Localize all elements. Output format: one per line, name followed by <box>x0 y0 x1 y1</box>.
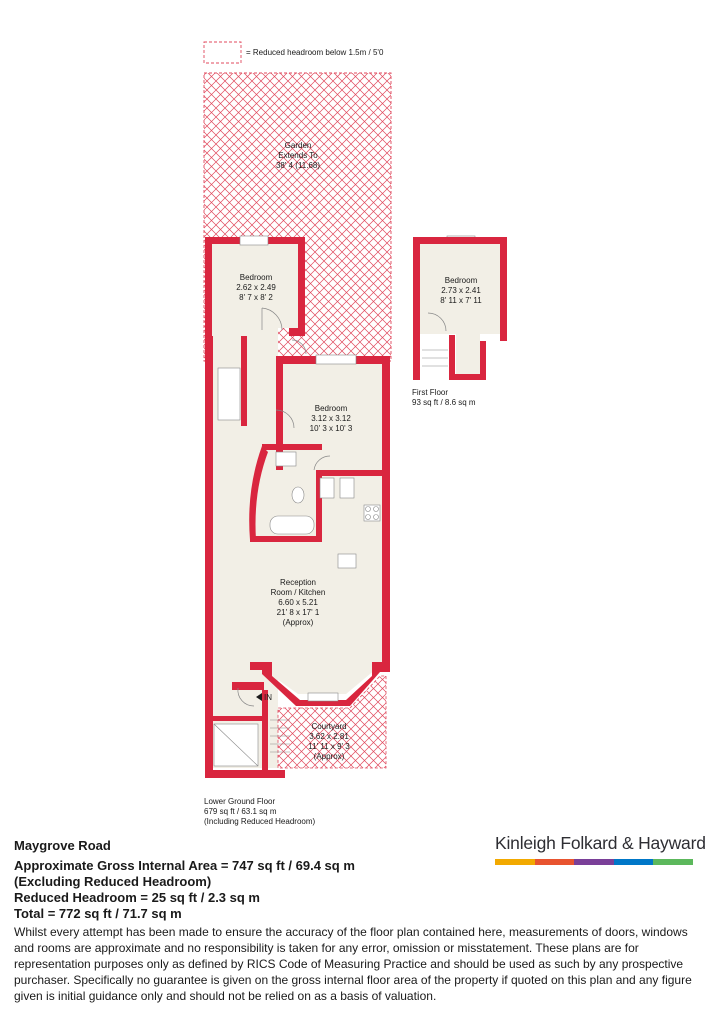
garden-label: Garden Extends To 38' 4 (11.68) <box>276 141 320 170</box>
lower-ground-walls <box>205 237 390 778</box>
svg-text:(Approx): (Approx) <box>314 752 345 761</box>
svg-text:Courtyard: Courtyard <box>311 722 346 731</box>
svg-text:21' 8 x 17' 1: 21' 8 x 17' 1 <box>277 608 320 617</box>
svg-text:2.73 x 2.41: 2.73 x 2.41 <box>441 286 481 295</box>
entrance-marker: IN <box>256 693 272 702</box>
svg-text:11' 11 x 9' 3: 11' 11 x 9' 3 <box>308 742 350 751</box>
legend-text: = Reduced headroom below 1.5m / 5'0 <box>246 48 384 57</box>
disclaimer: Whilst every attempt has been made to en… <box>14 925 692 1003</box>
svg-text:8' 7 x 8' 2: 8' 7 x 8' 2 <box>239 293 273 302</box>
svg-text:(Including Reduced Headroom): (Including Reduced Headroom) <box>204 817 316 826</box>
courtyard-stairs <box>270 719 290 753</box>
svg-text:8' 11 x 7' 11: 8' 11 x 7' 11 <box>440 296 482 305</box>
first-floor-caption: First Floor 93 sq ft / 8.6 sq m <box>412 388 476 407</box>
reduced-headroom: Reduced Headroom = 25 sq ft / 2.3 sq m <box>14 890 260 905</box>
brand-bar-segment <box>613 859 654 865</box>
brand-bar-segment <box>534 859 575 865</box>
svg-text:93 sq ft / 8.6 sq m: 93 sq ft / 8.6 sq m <box>412 398 476 407</box>
svg-text:10' 3 x 10' 3: 10' 3 x 10' 3 <box>310 424 353 433</box>
first-floor-bedroom-label: Bedroom 2.73 x 2.41 8' 11 x 7' 11 <box>440 276 482 305</box>
floor-plan: = Reduced headroom below 1.5m / 5'0 Gard… <box>203 41 507 826</box>
fixtures <box>213 367 381 767</box>
brand-bar-segment <box>495 859 535 865</box>
svg-text:2.62 x 2.49: 2.62 x 2.49 <box>236 283 276 292</box>
middle-bedroom-label: Bedroom 3.12 x 3.12 10' 3 x 10' 3 <box>310 404 353 433</box>
svg-text:679 sq ft / 63.1 sq m: 679 sq ft / 63.1 sq m <box>204 807 277 816</box>
brand-bar-segment <box>574 859 614 865</box>
brand-color-bar <box>495 859 693 865</box>
doors <box>237 307 331 707</box>
svg-text:Garden: Garden <box>285 141 312 150</box>
lower-bedroom-label: Bedroom 2.62 x 2.49 8' 7 x 8' 2 <box>236 273 276 302</box>
svg-text:Bedroom: Bedroom <box>240 273 273 282</box>
total-area: Total = 772 sq ft / 71.7 sq m <box>14 906 182 921</box>
courtyard-label: Courtyard 3.62 x 2.81 11' 11 x 9' 3 (App… <box>308 722 350 761</box>
courtyard-area <box>277 675 387 769</box>
street-name: Maygrove Road <box>14 838 111 853</box>
lower-ground-caption: Lower Ground Floor 679 sq ft / 63.1 sq m… <box>204 797 316 826</box>
svg-text:Bedroom: Bedroom <box>445 276 478 285</box>
svg-text:38' 4 (11.68): 38' 4 (11.68) <box>276 161 320 170</box>
svg-text:(Approx): (Approx) <box>283 618 314 627</box>
svg-text:IN: IN <box>264 693 272 702</box>
property-info: Maygrove Road Approximate Gross Internal… <box>14 838 704 1004</box>
excluding-note: (Excluding Reduced Headroom) <box>14 874 212 889</box>
svg-text:6.60 x 5.21: 6.60 x 5.21 <box>278 598 318 607</box>
reception-label: Reception Room / Kitchen 6.60 x 5.21 21'… <box>271 578 326 627</box>
svg-text:Room / Kitchen: Room / Kitchen <box>271 588 326 597</box>
svg-text:Bedroom: Bedroom <box>315 404 348 413</box>
svg-text:Extends To: Extends To <box>278 151 318 160</box>
svg-text:3.62 x 2.81: 3.62 x 2.81 <box>309 732 349 741</box>
brand-bar-segment <box>653 859 693 865</box>
svg-text:Reception: Reception <box>280 578 316 587</box>
svg-text:3.12 x 3.12: 3.12 x 3.12 <box>311 414 351 423</box>
first-floor-walls <box>413 237 507 380</box>
svg-text:First Floor: First Floor <box>412 388 448 397</box>
brand-name: Kinleigh Folkard & Hayward <box>495 833 706 853</box>
brand-logo: Kinleigh Folkard & Hayward <box>495 833 706 865</box>
legend-swatch <box>203 41 242 64</box>
gross-area: Approximate Gross Internal Area = 747 sq… <box>14 858 355 873</box>
svg-text:Lower Ground Floor: Lower Ground Floor <box>204 797 275 806</box>
